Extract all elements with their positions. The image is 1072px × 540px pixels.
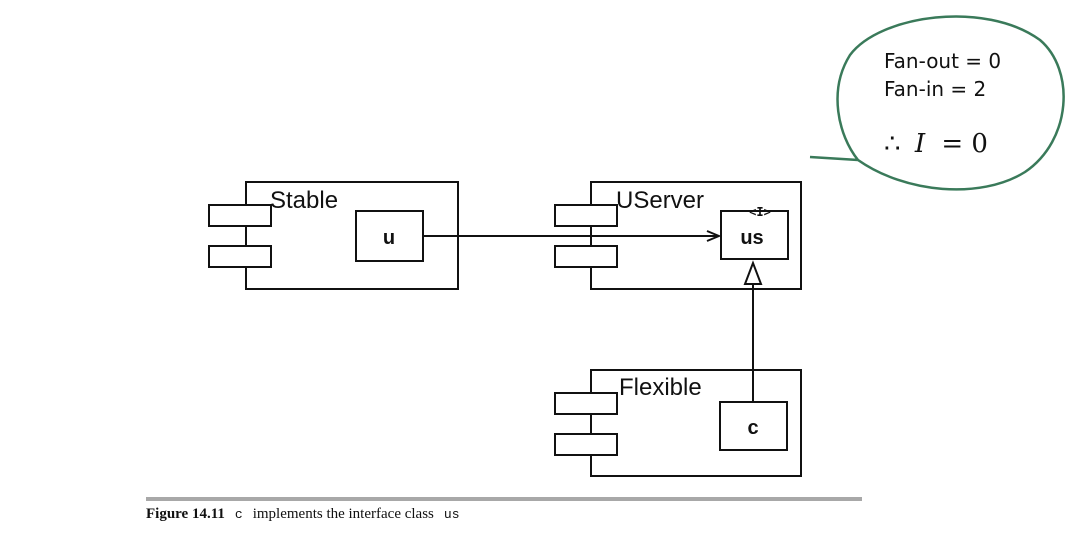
caption-class-ref: c xyxy=(235,507,243,522)
component-userver-port-top xyxy=(554,204,618,227)
callout-bubble xyxy=(809,15,1065,191)
class-c-name: c xyxy=(747,417,758,439)
component-flexible: Flexible c xyxy=(554,369,802,477)
component-userver-name: UServer xyxy=(616,187,704,214)
component-userver: UServer <I> us xyxy=(554,181,802,290)
component-userver-port-bottom xyxy=(554,245,618,268)
figure-caption: Figure 14.11 c implements the interface … xyxy=(146,505,460,522)
component-stable-port-bottom xyxy=(208,245,272,268)
caption-interface-ref: us xyxy=(444,507,460,522)
component-stable-name: Stable xyxy=(270,187,338,214)
figure-label: Figure 14.11 xyxy=(146,506,225,522)
fan-out-text: Fan-out = 0 xyxy=(884,49,1001,73)
caption-rule xyxy=(146,497,862,501)
instability-symbol: I xyxy=(914,129,926,159)
component-stable-port-top xyxy=(208,204,272,227)
component-flexible-name: Flexible xyxy=(619,374,702,401)
caption-body: implements the interface class xyxy=(253,506,434,522)
component-flexible-port-bottom xyxy=(554,433,618,456)
class-u-box xyxy=(355,210,424,262)
component-flexible-body xyxy=(590,369,802,477)
class-us-name: us xyxy=(740,227,763,249)
therefore-symbol: ∴ xyxy=(884,129,901,159)
class-us-box xyxy=(720,210,789,260)
realization-arrow xyxy=(743,260,763,402)
fan-in-text: Fan-in = 2 xyxy=(884,77,986,101)
metric-callout: Fan-out = 0 Fan-in = 2 ∴ I = 0 xyxy=(809,15,1065,191)
realization-arrowhead xyxy=(743,260,763,285)
instability-value: = 0 xyxy=(941,129,988,159)
component-stable: Stable u xyxy=(208,181,459,290)
class-u-name: u xyxy=(383,227,395,249)
instability-formula: ∴ I = 0 xyxy=(884,129,988,159)
component-flexible-port-top xyxy=(554,392,618,415)
class-us-stereotype: <I> xyxy=(749,205,771,219)
